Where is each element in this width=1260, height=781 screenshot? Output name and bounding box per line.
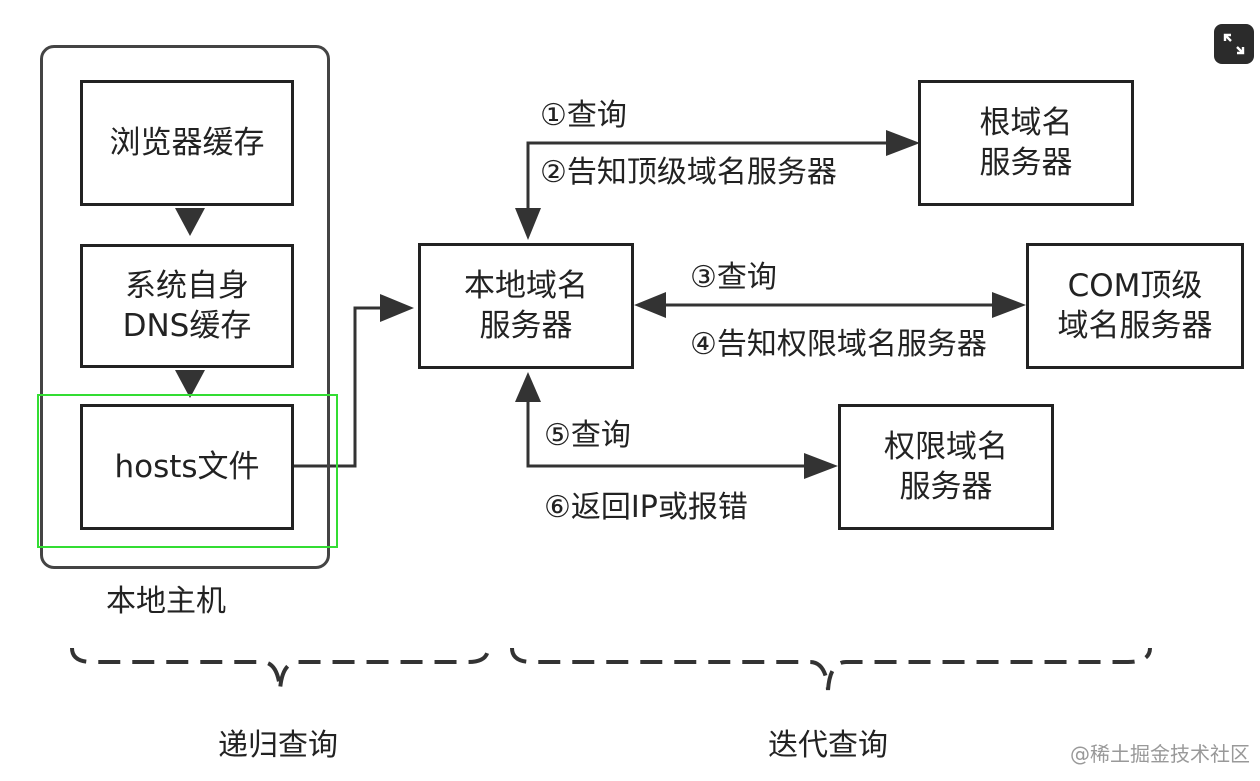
hosts-file-box: hosts文件 (80, 404, 294, 530)
line-root-query (526, 141, 890, 215)
arrow-browser-to-system (175, 208, 205, 236)
step-5-label: ⑤查询 (544, 418, 631, 453)
arrowhead-to-auth (804, 453, 838, 479)
local-host-frame (40, 45, 330, 569)
step-2-label: ②告知顶级域名服务器 (540, 155, 837, 190)
browser-cache-label: 浏览器缓存 (109, 125, 265, 161)
step-4-label: ④告知权限域名服务器 (690, 327, 987, 362)
arrowhead-tld-left (634, 292, 666, 318)
system-dns-cache-box: 系统自身 DNS缓存 (80, 244, 294, 368)
hosts-file-label: hosts文件 (114, 449, 260, 485)
expand-icon (1223, 33, 1245, 55)
brace-iterative (510, 647, 1152, 691)
root-server-label: 根域名 服务器 (979, 105, 1073, 181)
step-1-label: ①查询 (540, 98, 627, 133)
arrow-hosts-to-local-dns (292, 306, 385, 468)
browser-cache-box: 浏览器缓存 (80, 80, 294, 206)
brace-recursive (70, 647, 490, 691)
iterative-query-label: 迭代查询 (768, 728, 888, 763)
arrowhead-to-local-dns (380, 294, 414, 322)
expand-button[interactable] (1214, 24, 1254, 64)
root-server-box: 根域名 服务器 (918, 80, 1134, 206)
arrow-system-to-hosts (175, 370, 205, 398)
hosts-file-highlight (37, 394, 338, 548)
system-dns-cache-label: 系统自身 DNS缓存 (122, 268, 252, 344)
watermark: @稀土掘金技术社区 (1070, 742, 1250, 766)
com-tld-server-box: COM顶级 域名服务器 (1026, 243, 1244, 369)
authoritative-server-box: 权限域名 服务器 (838, 404, 1054, 530)
local-host-label: 本地主机 (106, 584, 226, 619)
local-dns-server-box: 本地域名 服务器 (418, 243, 634, 369)
recursive-query-label: 递归查询 (218, 728, 338, 763)
local-dns-server-label: 本地域名 服务器 (464, 268, 588, 344)
arrowhead-auth-to-local (515, 372, 541, 402)
com-tld-server-label: COM顶级 域名服务器 (1057, 268, 1213, 344)
step-3-label: ③查询 (690, 260, 777, 295)
line-auth-query (526, 398, 808, 468)
step-6-label: ⑥返回IP或报错 (544, 490, 748, 525)
authoritative-server-label: 权限域名 服务器 (884, 429, 1008, 505)
arrowhead-tld-right (992, 292, 1026, 318)
arrowhead-to-root (886, 130, 920, 156)
arrowhead-root-to-local (515, 208, 541, 240)
